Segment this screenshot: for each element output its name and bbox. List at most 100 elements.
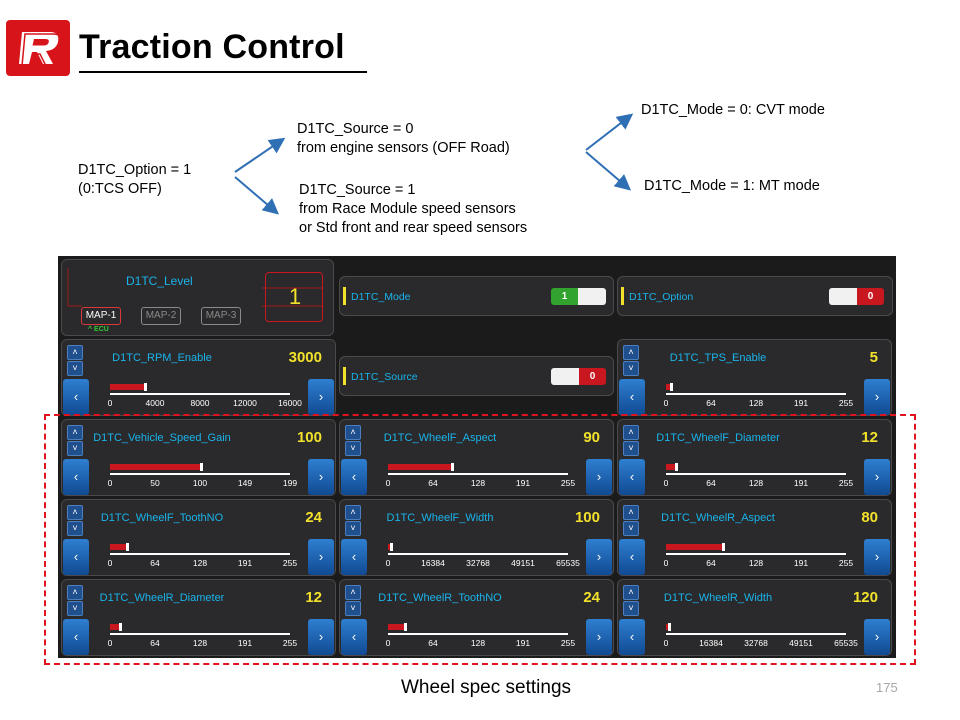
double-chevron-up-icon[interactable]: ˄ <box>623 425 639 440</box>
chevron-left-icon[interactable]: ‹ <box>63 619 89 655</box>
chevron-left-icon[interactable]: ‹ <box>619 619 645 655</box>
param-tick-label: 191 <box>793 398 809 408</box>
chevron-right-icon[interactable]: › <box>864 459 890 495</box>
double-chevron-down-icon[interactable]: ˅ <box>623 601 639 616</box>
param-slider-handle[interactable] <box>119 623 122 631</box>
mode-toggle[interactable]: 1 <box>551 288 606 305</box>
param-scale-line <box>110 553 290 555</box>
double-chevron-up-icon[interactable]: ˄ <box>623 585 639 600</box>
param-value[interactable]: 100 <box>574 509 600 526</box>
param-slider-handle[interactable] <box>200 463 203 471</box>
param-slider-handle[interactable] <box>721 543 725 551</box>
map-1-button[interactable]: MAP-1 <box>81 307 121 325</box>
param-value[interactable]: 3000 <box>288 349 322 366</box>
double-chevron-up-icon[interactable]: ˄ <box>67 585 83 600</box>
chevron-left-icon[interactable]: ‹ <box>341 459 367 495</box>
param-tick-label: 16000 <box>278 398 302 408</box>
level-label: D1TC_Level <box>126 274 193 288</box>
param-label: D1TC_WheelR_Aspect <box>661 512 775 524</box>
chevron-left-icon[interactable]: ‹ <box>619 459 645 495</box>
chevron-left-icon[interactable]: ‹ <box>341 619 367 655</box>
param-slider-handle[interactable] <box>126 543 130 551</box>
double-chevron-down-icon[interactable]: ˅ <box>623 441 639 456</box>
double-chevron-up-icon[interactable]: ˄ <box>67 345 83 360</box>
chevron-up-icon: ^ <box>88 326 93 333</box>
param-bar-fill <box>110 624 119 630</box>
double-chevron-up-icon[interactable]: ˄ <box>623 505 639 520</box>
chevron-right-icon[interactable]: › <box>308 459 334 495</box>
param-value[interactable]: 24 <box>305 509 322 526</box>
param-tick-label: 255 <box>838 558 854 568</box>
param-label: D1TC_Vehicle_Speed_Gain <box>93 432 231 444</box>
param-value[interactable]: 12 <box>861 429 878 446</box>
double-chevron-down-icon[interactable]: ˅ <box>345 441 361 456</box>
param-value[interactable]: 120 <box>852 589 878 606</box>
double-chevron-up-icon[interactable]: ˄ <box>67 505 83 520</box>
chevron-left-icon[interactable]: ‹ <box>341 539 367 575</box>
wheel-spec-highlight <box>44 414 916 665</box>
param-tick-label: 191 <box>237 558 253 568</box>
chevron-left-icon[interactable]: ‹ <box>619 539 645 575</box>
map-2-button[interactable]: MAP-2 <box>141 307 181 325</box>
chevron-right-icon[interactable]: › <box>586 619 612 655</box>
param-value[interactable]: 24 <box>583 589 600 606</box>
param-value[interactable]: 12 <box>305 589 322 606</box>
param-slider-handle[interactable] <box>143 383 147 391</box>
param-tick-label: 64 <box>428 478 438 488</box>
double-chevron-down-icon[interactable]: ˅ <box>345 601 361 616</box>
chevron-left-icon[interactable]: ‹ <box>63 539 89 575</box>
param-tick-label: 128 <box>748 478 764 488</box>
mode-toggle-panel: D1TC_Mode 1 <box>339 276 614 316</box>
double-chevron-down-icon[interactable]: ˅ <box>67 601 83 616</box>
double-chevron-up-icon[interactable]: ˄ <box>67 425 83 440</box>
param-slider-handle[interactable] <box>404 623 408 631</box>
double-chevron-up-icon[interactable]: ˄ <box>623 345 639 360</box>
double-chevron-down-icon[interactable]: ˅ <box>67 361 83 376</box>
chevron-right-icon[interactable]: › <box>308 539 334 575</box>
param-tick-label: 0 <box>385 638 391 648</box>
param-slider-handle[interactable] <box>668 623 671 631</box>
mode-toggle-value: 1 <box>551 288 578 305</box>
param-tick-label: 32768 <box>466 558 490 568</box>
param-slider-handle[interactable] <box>390 543 393 551</box>
param-value[interactable]: 90 <box>583 429 600 446</box>
double-chevron-up-icon[interactable]: ˄ <box>345 585 361 600</box>
double-chevron-down-icon[interactable]: ˅ <box>67 441 83 456</box>
param-bar-fill <box>666 464 675 470</box>
param-scale-line <box>388 473 568 475</box>
param-value[interactable]: 80 <box>861 509 878 526</box>
option-toggle[interactable]: 0 <box>829 288 884 305</box>
level-value-box[interactable]: 1 <box>265 272 323 322</box>
chevron-right-icon[interactable]: › <box>586 539 612 575</box>
double-chevron-down-icon[interactable]: ˅ <box>623 361 639 376</box>
chevron-right-icon[interactable]: › <box>308 619 334 655</box>
chevron-left-icon[interactable]: ‹ <box>619 379 645 415</box>
param-tick-label: 128 <box>470 478 486 488</box>
param-value[interactable]: 5 <box>869 349 878 366</box>
double-chevron-down-icon[interactable]: ˅ <box>345 521 361 536</box>
param-scale-line <box>666 633 846 635</box>
double-chevron-down-icon[interactable]: ˅ <box>67 521 83 536</box>
chevron-right-icon[interactable]: › <box>586 459 612 495</box>
param-slider-handle[interactable] <box>451 463 454 471</box>
param-slider-handle[interactable] <box>669 383 673 391</box>
param-tick-label: 64 <box>706 398 716 408</box>
chevron-right-icon[interactable]: › <box>864 379 890 415</box>
chevron-right-icon[interactable]: › <box>864 619 890 655</box>
chevron-left-icon[interactable]: ‹ <box>63 379 89 415</box>
param-value[interactable]: 100 <box>296 429 322 446</box>
double-chevron-up-icon[interactable]: ˄ <box>345 425 361 440</box>
chevron-right-icon[interactable]: › <box>864 539 890 575</box>
double-chevron-up-icon[interactable]: ˄ <box>345 505 361 520</box>
param-slider-handle[interactable] <box>675 463 678 471</box>
double-chevron-down-icon[interactable]: ˅ <box>623 521 639 536</box>
chevron-right-icon[interactable]: › <box>308 379 334 415</box>
param-tick-label: 16384 <box>421 558 445 568</box>
param-tick-label: 191 <box>793 478 809 488</box>
map-3-button[interactable]: MAP-3 <box>201 307 241 325</box>
param-tick-label: 128 <box>470 638 486 648</box>
source-toggle[interactable]: 0 <box>551 368 606 385</box>
chevron-left-icon[interactable]: ‹ <box>63 459 89 495</box>
